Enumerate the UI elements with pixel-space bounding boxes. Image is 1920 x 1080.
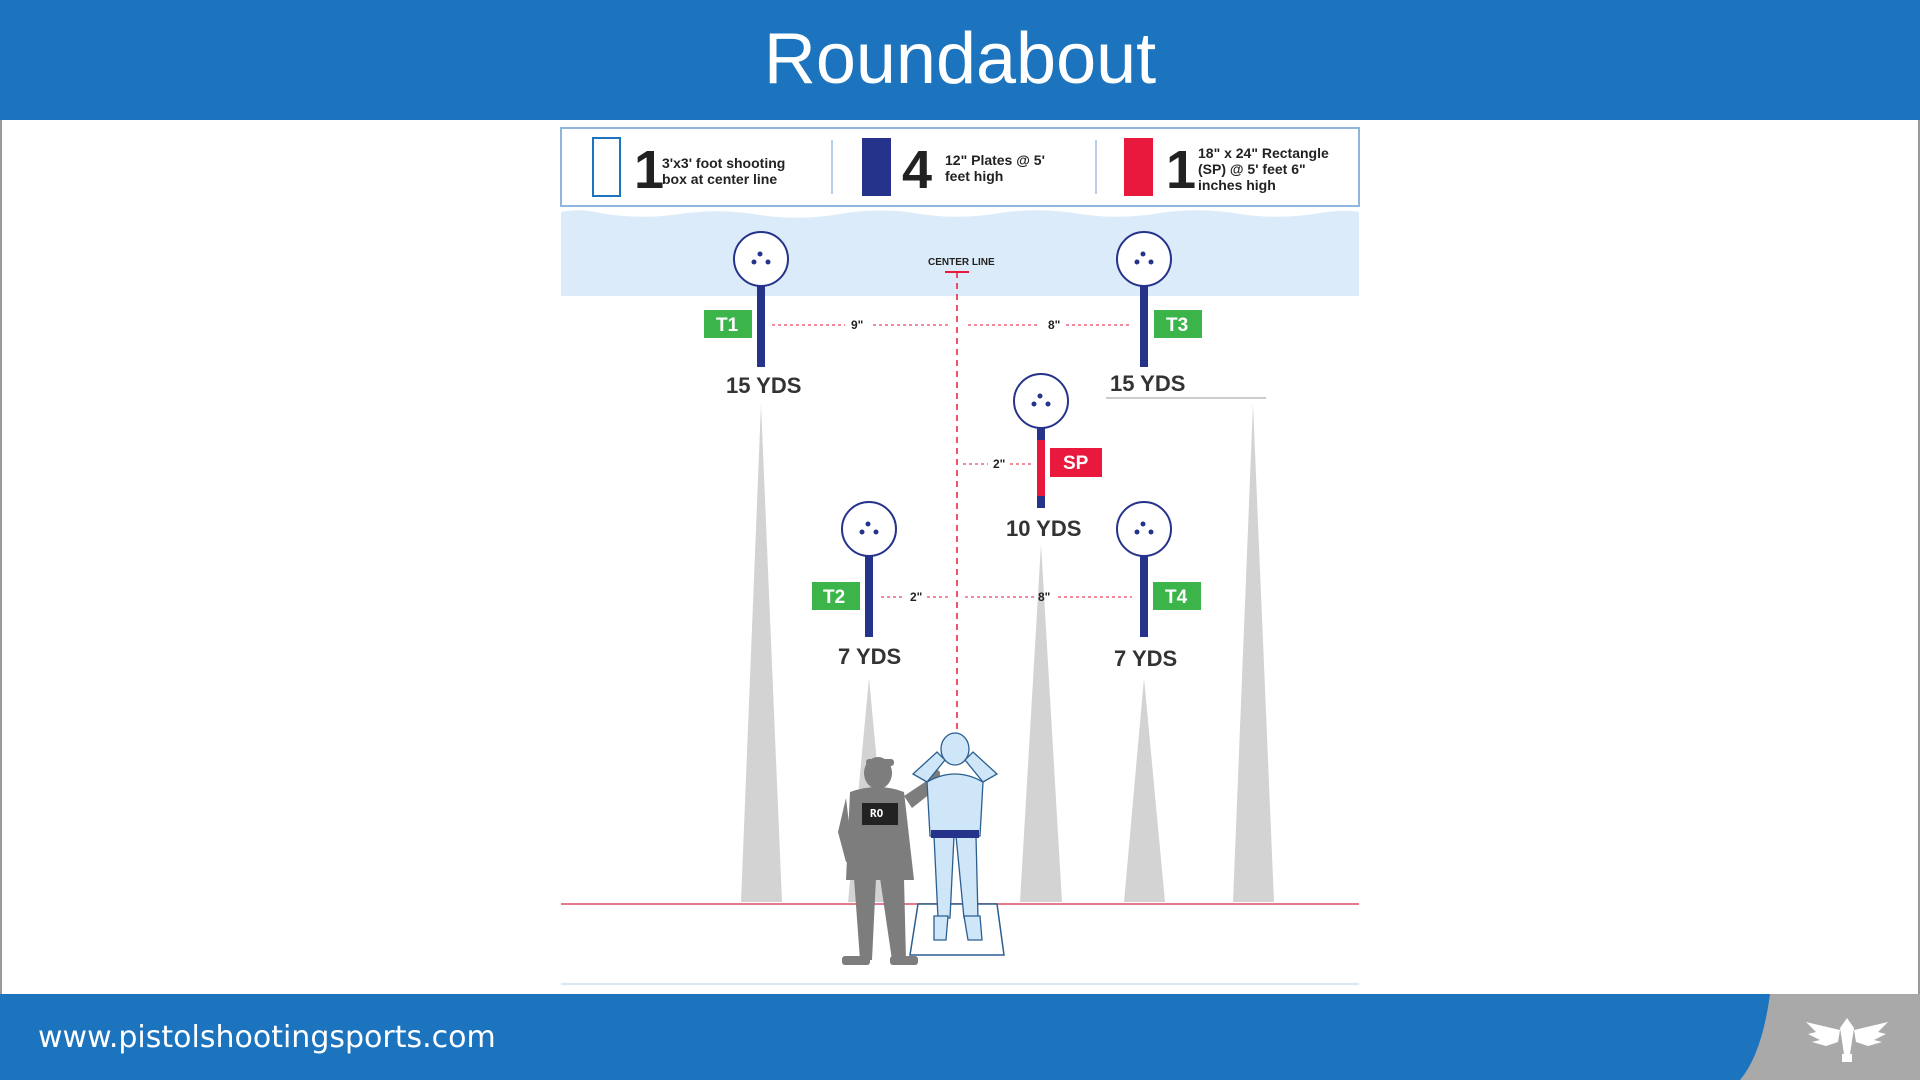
- legend-text: (SP) @ 5' feet 6": [1198, 161, 1306, 177]
- plate-dot: [865, 521, 871, 527]
- target-label: T3: [1166, 315, 1188, 336]
- steel-plate: [841, 501, 897, 557]
- target-post: [865, 555, 873, 637]
- title-bar: Roundabout: [0, 0, 1920, 120]
- plate-dot: [757, 251, 763, 257]
- steel-plate: [733, 231, 789, 287]
- lane-wedge-sp: [1020, 544, 1062, 902]
- steel-plate: [1116, 231, 1172, 287]
- plate-dot: [1140, 521, 1146, 527]
- center-line-label: CENTER LINE: [928, 257, 995, 268]
- legend-box: [560, 127, 1360, 207]
- shooter-figure: [911, 732, 999, 941]
- target-distance: 7 YDS: [838, 644, 901, 669]
- plate-dot: [1148, 259, 1154, 265]
- legend-count: 1: [634, 140, 664, 200]
- plate-dot: [859, 529, 865, 535]
- steel-plate: [1013, 373, 1069, 429]
- gap-label-t4: 8": [1038, 590, 1050, 604]
- legend-item-shooting-box: 1 3'x3' foot shooting box at center line: [592, 137, 785, 200]
- legend-text: box at center line: [662, 171, 777, 187]
- gap-label-sp: 2": [993, 457, 1005, 471]
- target-post: [1140, 285, 1148, 367]
- plate-dot: [1140, 251, 1146, 257]
- lane-wedge-t4: [1124, 678, 1165, 902]
- lane-wedge-t1: [741, 404, 782, 902]
- legend-count: 4: [902, 140, 932, 200]
- target-t4: T4 7 YDS: [1114, 501, 1201, 671]
- target-sp: SP 10 YDS: [1006, 373, 1102, 541]
- plate-dot: [1134, 529, 1140, 535]
- gap-label-t3: 8": [1048, 318, 1060, 332]
- target-label-badge: [1154, 310, 1202, 338]
- sp-swatch: [1124, 138, 1153, 196]
- plate-dot: [1031, 401, 1037, 407]
- target-distance: 15 YDS: [1110, 371, 1185, 396]
- target-t2: T2 7 YDS: [812, 501, 901, 669]
- target-post: [1140, 555, 1148, 637]
- target-distance: 15 YDS: [726, 373, 801, 398]
- target-label: T2: [823, 587, 845, 608]
- shooter-belt: [931, 830, 979, 838]
- target-label-badge: [1153, 582, 1201, 610]
- sp-post-red: [1037, 440, 1045, 498]
- winged-logo-icon: [1806, 1018, 1888, 1062]
- plate-dot: [1148, 529, 1154, 535]
- footer-url[interactable]: www.pistolshootingsports.com: [38, 1020, 496, 1055]
- ro-badge-text: RO: [870, 807, 884, 820]
- gap-label-t2: 2": [910, 590, 922, 604]
- legend-item-plates: 4 12" Plates @ 5' feet high: [862, 138, 1045, 200]
- plate-dot: [1134, 259, 1140, 265]
- plate-dot: [1037, 393, 1043, 399]
- legend-count: 1: [1166, 140, 1196, 200]
- target-t1: T1 15 YDS: [704, 231, 801, 398]
- lane-wedge-t3: [1233, 404, 1274, 902]
- target-distance: 7 YDS: [1114, 646, 1177, 671]
- target-label: T4: [1165, 587, 1188, 608]
- legend-text: 18" x 24" Rectangle: [1198, 145, 1329, 161]
- steel-plate: [1116, 501, 1172, 557]
- shooting-box-swatch: [592, 137, 621, 197]
- plate-dot: [765, 259, 771, 265]
- plate-dot: [873, 529, 879, 535]
- legend-text: 12" Plates @ 5': [945, 152, 1045, 168]
- sky-band: [561, 210, 1359, 296]
- legend-text: 3'x3' foot shooting: [662, 155, 785, 171]
- target-label-badge: [704, 310, 752, 338]
- legend-text: feet high: [945, 168, 1003, 184]
- plate-swatch: [862, 138, 891, 196]
- target-t3: T3 15 YDS: [1110, 231, 1202, 396]
- target-label: T1: [716, 315, 739, 336]
- plate-dot: [751, 259, 757, 265]
- slide-title: Roundabout: [763, 19, 1157, 99]
- footer-bar: [0, 994, 1920, 1080]
- legend-item-sp: 1 18" x 24" Rectangle (SP) @ 5' feet 6" …: [1124, 138, 1329, 200]
- shooting-box: [909, 903, 1005, 956]
- target-post: [757, 285, 765, 367]
- target-label: SP: [1063, 453, 1089, 474]
- plate-dot: [1045, 401, 1051, 407]
- legend-text: inches high: [1198, 177, 1276, 193]
- ro-badge: [862, 803, 898, 825]
- target-label-badge: [1050, 448, 1102, 477]
- sp-post-base: [1037, 496, 1045, 508]
- target-distance: 10 YDS: [1006, 516, 1081, 541]
- gap-label-t1: 9": [851, 318, 863, 332]
- target-label-badge: [812, 582, 860, 610]
